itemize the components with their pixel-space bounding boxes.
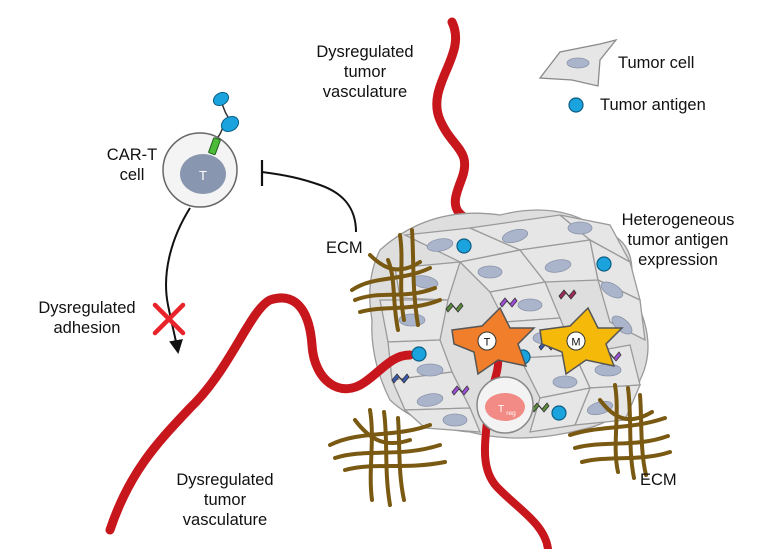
block-x-icon bbox=[152, 302, 186, 336]
car-receptor-icon bbox=[208, 91, 240, 156]
t-cell: T bbox=[451, 307, 535, 375]
ecm-fibers bbox=[328, 228, 672, 507]
tumor-antigen-icon bbox=[568, 97, 584, 113]
tumor-cell-icon bbox=[538, 38, 618, 87]
inhibition-bar-icon bbox=[261, 171, 357, 233]
label-ecm-left: ECM bbox=[326, 239, 363, 257]
label-heterogeneous: Heterogeneous tumor antigen expression bbox=[621, 211, 735, 269]
label-vasculature-bottom: Dysregulated tumor vasculature bbox=[176, 471, 274, 529]
label-dysregulated-adhesion: Dysregulated adhesion bbox=[38, 299, 136, 337]
svg-text:T: T bbox=[199, 168, 207, 183]
label-vasculature-top: Dysregulated tumor vasculature bbox=[316, 43, 414, 101]
svg-text:reg: reg bbox=[506, 410, 516, 417]
label-legend-tumor-cell: Tumor cell bbox=[618, 54, 695, 72]
car-t-cell: T bbox=[162, 132, 238, 208]
svg-text:M: M bbox=[571, 337, 580, 349]
migration-arrow bbox=[165, 207, 191, 354]
macrophage: M bbox=[539, 307, 623, 375]
tumor-vessel-left bbox=[105, 293, 415, 535]
label-ecm-right: ECM bbox=[640, 471, 677, 489]
label-cart-cell: CAR-T cell bbox=[106, 146, 158, 184]
treg-cell: T reg bbox=[476, 376, 534, 434]
tumor-nuclei bbox=[398, 221, 633, 427]
svg-text:T: T bbox=[484, 337, 491, 349]
label-legend-tumor-antigen: Tumor antigen bbox=[600, 96, 706, 114]
svg-text:T: T bbox=[498, 404, 504, 415]
